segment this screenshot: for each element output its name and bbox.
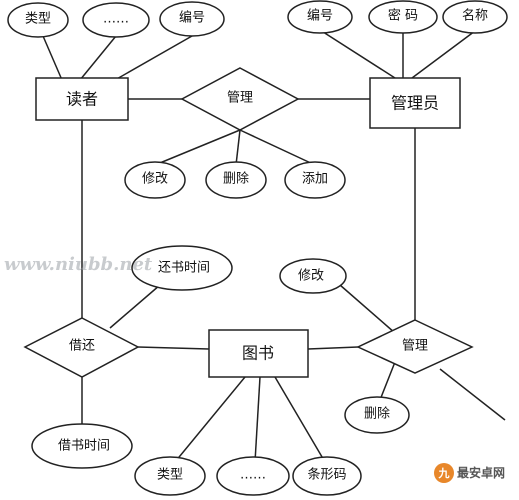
attr-reader-id-label: 编号 xyxy=(179,11,205,26)
attr-manage-modify-label: 修改 xyxy=(142,172,168,187)
attr-manage-modify xyxy=(124,161,186,199)
connector-lines xyxy=(42,29,506,463)
attr-admin-password xyxy=(368,0,438,34)
svg-text:九: 九 xyxy=(438,466,450,480)
attr-manage-add-label: 添加 xyxy=(302,172,328,187)
attr-book-manage-modify-label: 修改 xyxy=(298,269,324,284)
attr-admin-id xyxy=(287,0,353,34)
attr-return-time-label: 还书时间 xyxy=(158,261,210,276)
attr-book-manage-modify xyxy=(279,258,347,294)
attr-book-barcode xyxy=(292,456,362,496)
attr-reader-id xyxy=(159,1,225,37)
logo-text: 最安卓网 xyxy=(457,465,505,480)
watermark: www.niubb.net xyxy=(4,254,153,275)
relation-borrow-return xyxy=(23,317,140,378)
entity-book-label: 图书 xyxy=(242,344,274,363)
site-logo: 九 最安卓网 xyxy=(434,463,505,483)
attr-manage-add xyxy=(284,161,346,199)
relation-manage-book-label: 管理 xyxy=(402,339,428,354)
attr-reader-type xyxy=(7,2,69,38)
relation-manage-top xyxy=(180,67,300,131)
logo-icon xyxy=(434,463,454,483)
entity-reader-label: 读者 xyxy=(66,90,98,109)
entity-reader xyxy=(35,77,129,121)
attr-reader-ellipsis-label: …… xyxy=(103,12,129,27)
relation-borrow-return-label: 借还 xyxy=(69,339,95,354)
attr-book-barcode-label: 条形码 xyxy=(307,467,346,483)
attr-book-type-label: 类型 xyxy=(157,468,183,483)
attr-book-ellipsis-label: …… xyxy=(240,468,266,483)
attr-admin-name xyxy=(442,0,508,34)
attr-book-manage-delete xyxy=(344,396,410,434)
relation-manage-top-label: 管理 xyxy=(227,91,253,106)
attr-manage-delete-label: 删除 xyxy=(223,172,249,187)
entity-admin xyxy=(369,77,461,129)
attr-book-type xyxy=(134,456,206,496)
relation-manage-book xyxy=(356,319,474,374)
entity-admin-label: 管理员 xyxy=(391,94,439,113)
attr-borrow-time xyxy=(31,423,133,469)
attr-book-ellipsis xyxy=(216,456,290,496)
attr-reader-ellipsis xyxy=(82,2,150,38)
attr-return-time xyxy=(131,245,233,291)
attr-book-manage-delete-label: 删除 xyxy=(364,407,390,422)
attr-admin-id-label: 编号 xyxy=(307,9,333,24)
attr-borrow-time-label: 借书时间 xyxy=(58,439,110,454)
attr-reader-type-label: 类型 xyxy=(25,12,51,27)
attr-manage-delete xyxy=(205,161,267,199)
attr-admin-password-label: 密 码 xyxy=(388,8,418,24)
entity-book xyxy=(208,329,309,378)
attr-admin-name-label: 名称 xyxy=(462,8,488,24)
